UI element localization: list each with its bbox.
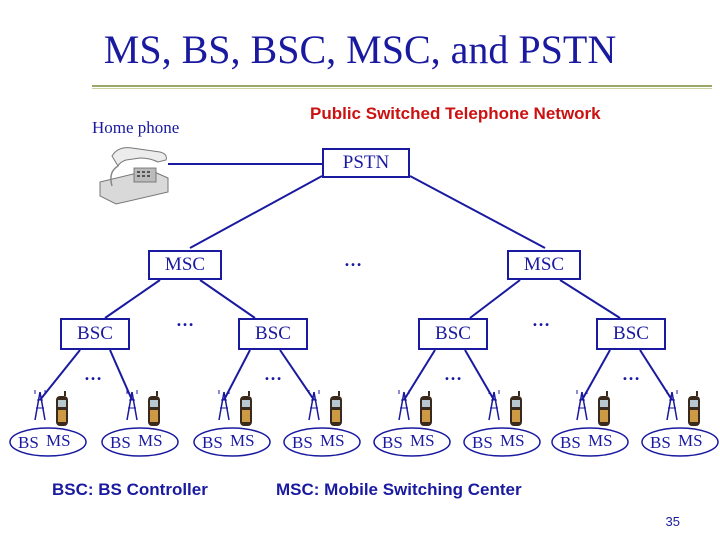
msc-left-node: MSC	[148, 250, 222, 280]
cell-coverage-ellipse	[463, 427, 541, 457]
bs-label-7: BS	[560, 433, 581, 452]
bs-label-5: BS	[382, 433, 403, 452]
legend-bsc: BSC: BS Controller	[52, 480, 208, 499]
ms-label-6: MS	[500, 431, 525, 450]
home-phone-label: Home phone	[92, 118, 180, 137]
bs-ellipsis-4: …	[622, 364, 640, 384]
ms-label-4: MS	[320, 431, 345, 450]
mobile-phone-icon	[148, 391, 160, 426]
bsc1-bs2-link	[109, 349, 133, 401]
tower-icon	[666, 390, 678, 421]
bsc4-bs7-link	[581, 349, 611, 401]
ms-label-7: MS	[588, 431, 613, 450]
msc-left-bsc1-link	[104, 279, 161, 319]
bsc2-bs4-link	[279, 349, 315, 401]
cell-coverage-ellipse	[9, 427, 87, 457]
bs-label-6: BS	[472, 433, 493, 452]
ms-label-3: MS	[230, 431, 255, 450]
pstn-msc-right-link	[409, 175, 546, 249]
bs-label-1: BS	[18, 433, 39, 452]
title-divider	[92, 85, 712, 87]
bsc-node-3: BSC	[418, 318, 488, 350]
ms-label-2: MS	[138, 431, 163, 450]
slide-title: MS, BS, BSC, MSC, and PSTN	[103, 27, 617, 72]
cell-coverage-ellipse	[641, 427, 719, 457]
mobile-phone-icon	[240, 391, 252, 426]
ms-label-1: MS	[46, 431, 71, 450]
cell-coverage-ellipse	[373, 427, 451, 457]
bsc2-bs3-link	[223, 349, 251, 401]
msc-right-node: MSC	[507, 250, 581, 280]
bsc-node-4: BSC	[596, 318, 666, 350]
bs-label-2: BS	[110, 433, 131, 452]
pstn-node: PSTN	[322, 148, 410, 178]
mobile-phone-icon	[688, 391, 700, 426]
mobile-phone-icon	[420, 391, 432, 426]
tower-icon	[398, 390, 410, 421]
telephone-icon	[99, 147, 169, 205]
tower-icon	[218, 390, 230, 421]
msc-right-bsc4-link	[559, 279, 621, 319]
bs-label-4: BS	[292, 433, 313, 452]
bs-label-3: BS	[202, 433, 223, 452]
legend-msc: MSC: Mobile Switching Center	[276, 480, 522, 499]
cell-coverage-ellipse	[193, 427, 271, 457]
ms-label-8: MS	[678, 431, 703, 450]
mobile-phone-icon	[598, 391, 610, 426]
tower-icon	[576, 390, 588, 421]
mobile-phone-icon	[510, 391, 522, 426]
bsc3-bs6-link	[464, 349, 495, 401]
msc-right-bsc3-link	[469, 279, 521, 319]
title-divider-shadow	[92, 88, 712, 89]
tower-icon	[488, 390, 500, 421]
bsc-ellipsis-right: …	[532, 310, 550, 330]
bs-ellipsis-1: …	[84, 364, 102, 384]
bs-ellipsis-2: …	[264, 364, 282, 384]
mobile-phone-icon	[56, 391, 68, 426]
mobile-phone-icon	[330, 391, 342, 426]
cell-coverage-ellipse	[283, 427, 361, 457]
msc-left-bsc2-link	[199, 279, 256, 319]
tower-icon	[308, 390, 320, 421]
cell-coverage-ellipse	[101, 427, 179, 457]
bsc-node-1: BSC	[60, 318, 130, 350]
bs-ellipsis-3: …	[444, 364, 462, 384]
ms-label-5: MS	[410, 431, 435, 450]
cell-coverage-ellipse	[551, 427, 629, 457]
tower-icon	[126, 390, 138, 421]
msc-ellipsis: …	[344, 250, 362, 270]
pstn-msc-left-link	[189, 175, 323, 249]
page-number: 35	[665, 514, 680, 529]
bsc-node-2: BSC	[238, 318, 308, 350]
bs-label-8: BS	[650, 433, 671, 452]
tower-icon	[34, 390, 46, 421]
bsc-ellipsis-left: …	[176, 310, 194, 330]
pstn-heading: Public Switched Telephone Network	[310, 104, 601, 123]
bsc1-bs1-link	[39, 349, 81, 401]
